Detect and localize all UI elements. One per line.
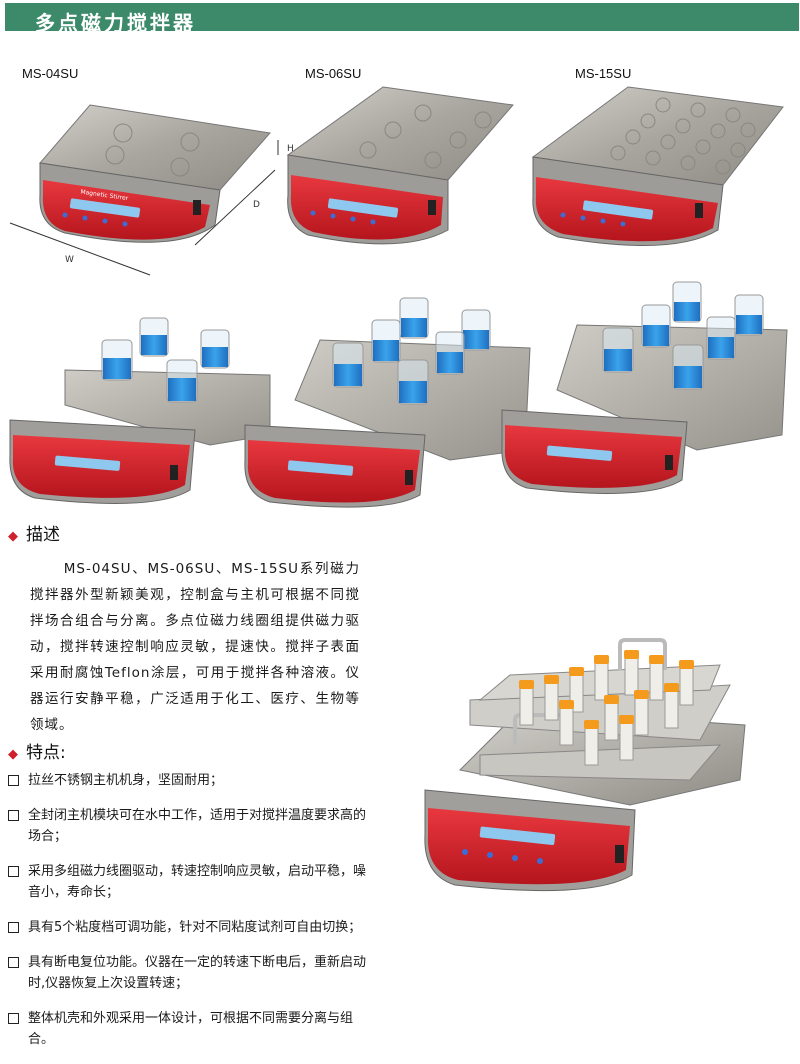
- dimension-w: W: [65, 255, 74, 265]
- features-heading: ◆特点:: [8, 743, 66, 763]
- checkbox-square-icon: [8, 775, 19, 786]
- page-title: 多点磁力搅拌器: [35, 11, 196, 35]
- stirrer-ms04su-image: Magnetic Stirrer W D H: [9, 104, 294, 276]
- checkbox-square-icon: [8, 957, 19, 968]
- model-label-ms06su: MS-06SU: [305, 66, 362, 81]
- stirrer-ms15su-image: [531, 86, 784, 246]
- checkbox-square-icon: [8, 1013, 19, 1024]
- description-heading: ◆描述: [8, 525, 60, 545]
- stirrer-ms06su-image: [286, 86, 514, 245]
- feature-item: 全封闭主机模块可在水中工作，适用于对搅拌温度要求高的场合；: [8, 805, 368, 847]
- description-text-block: MS-04SU、MS-06SU、MS-15SU系列磁力搅拌器外型新颖美观，控制盒…: [30, 556, 360, 738]
- diamond-bullet-icon: ◆: [8, 747, 18, 762]
- diamond-bullet-icon: ◆: [8, 529, 18, 544]
- dimension-d: D: [253, 200, 260, 210]
- stirrer-ms04su-with-beakers: [9, 317, 271, 504]
- stirrer-ms06su-with-beakers: [244, 297, 531, 508]
- product-images-top-row: Magnetic Stirrer W D H: [9, 86, 784, 276]
- description-paragraph: MS-04SU、MS-06SU、MS-15SU系列磁力搅拌器外型新颖美观，控制盒…: [30, 561, 360, 733]
- stirrer-ms15su-with-beakers: [501, 281, 788, 494]
- product-images-beaker-row: [9, 281, 788, 508]
- header-bar: 多点磁力搅拌器: [5, 3, 799, 35]
- feature-item: 采用多组磁力线圈驱动，转速控制响应灵敏，启动平稳，噪音小，寿命长；: [8, 861, 368, 903]
- stirrer-with-tube-rack-image: [424, 638, 746, 892]
- checkbox-square-icon: [8, 866, 19, 877]
- model-label-ms15su: MS-15SU: [575, 66, 632, 81]
- feature-item: 整体机壳和外观采用一体设计，可根据不同需要分离与组合。: [8, 1008, 368, 1050]
- dimension-h: H: [287, 144, 294, 154]
- feature-item: 具有5个粘度档可调功能，针对不同粘度试剂可自由切换；: [8, 917, 368, 938]
- checkbox-square-icon: [8, 810, 19, 821]
- feature-item: 具有断电复位功能。仪器在一定的转速下断电后，重新启动时,仪器恢复上次设置转速；: [8, 952, 368, 994]
- feature-item: 拉丝不锈钢主机机身，坚固耐用；: [8, 770, 368, 791]
- features-list: 拉丝不锈钢主机机身，坚固耐用； 全封闭主机模块可在水中工作，适用于对搅拌温度要求…: [8, 770, 368, 1064]
- checkbox-square-icon: [8, 922, 19, 933]
- model-label-ms04su: MS-04SU: [22, 66, 79, 81]
